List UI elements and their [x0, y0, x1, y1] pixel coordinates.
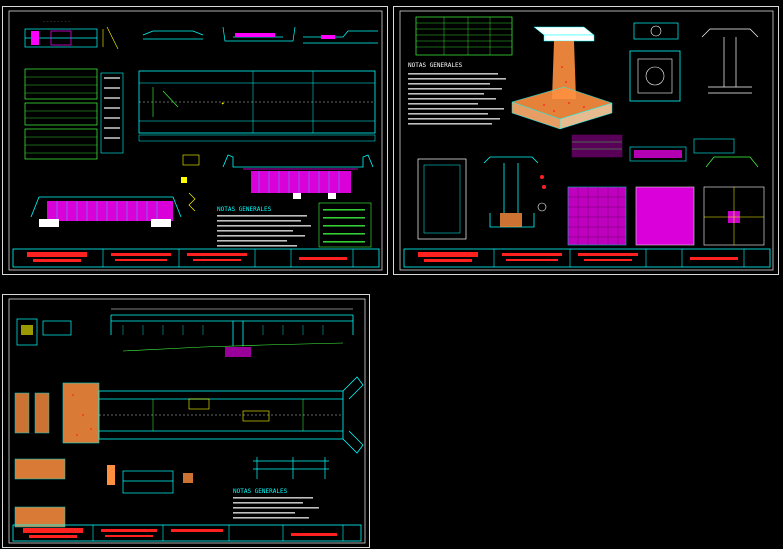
drawing-sheet-1[interactable]: _ _ _ _ _ _ _ _: [2, 6, 388, 275]
svg-text:✦: ✦: [221, 100, 225, 107]
sheet-1-notes-title: NOTAS GENERALES: [217, 206, 272, 213]
drawing-sheet-3[interactable]: NOTAS GENERALES: [2, 294, 370, 548]
sheet-3-title-block: [12, 524, 362, 542]
sheet-2-canvas: NOTAS GENERALES: [399, 10, 774, 271]
sheet-1-canvas: _ _ _ _ _ _ _ _: [8, 10, 383, 271]
drawing-sheet-2[interactable]: NOTAS GENERALES: [393, 6, 779, 275]
sheet-2-notes-title: NOTAS GENERALES: [408, 62, 463, 69]
svg-text:_ _ _ _ _ _ _ _: _ _ _ _ _ _ _ _: [43, 18, 70, 22]
sheet-1-title-block: [12, 248, 380, 268]
sheet-2-title-block: [403, 248, 771, 268]
sheet-3-canvas: NOTAS GENERALES: [8, 298, 366, 544]
sheet-3-notes-title: NOTAS GENERALES: [233, 488, 288, 495]
